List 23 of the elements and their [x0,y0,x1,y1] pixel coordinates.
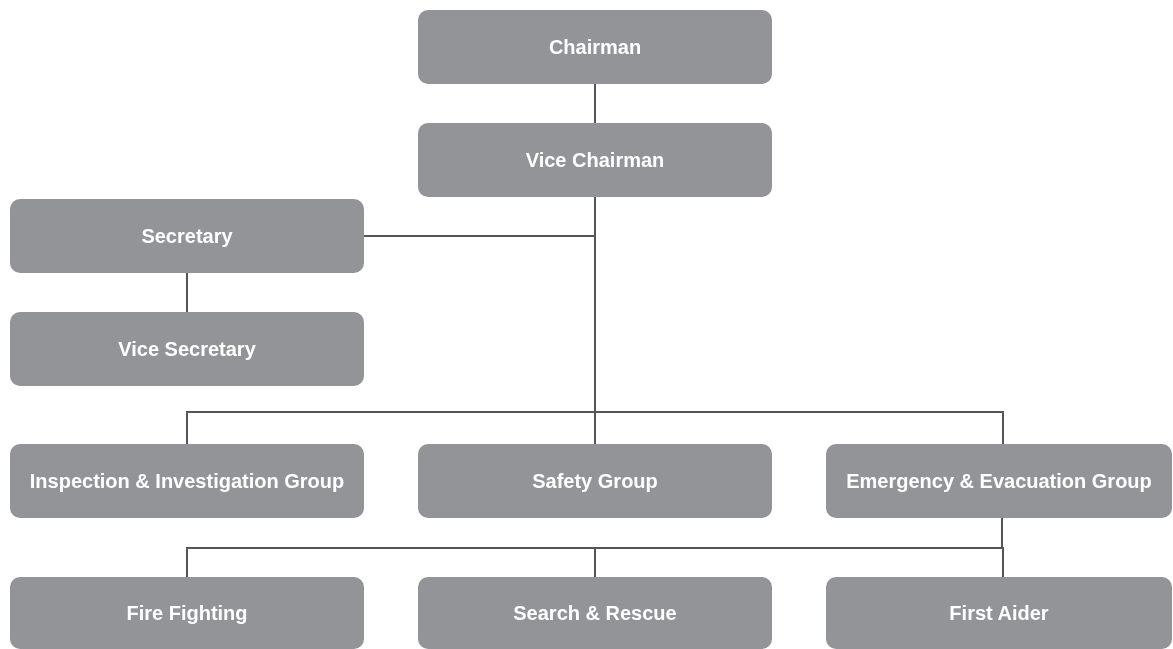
role-title: Fire Fighting [126,601,248,625]
role-title: Search & Rescue [513,601,677,625]
role-box [10,444,364,518]
role-box [10,577,364,649]
connector-line [594,83,596,124]
role-box [826,577,1172,649]
role-title: Chairman [548,35,642,59]
role-box [826,444,1172,518]
role-title: Vice Secretary [118,337,256,361]
role-box [10,312,364,386]
role-title: Emergency & Evacuation Group [846,469,1152,493]
role-box [418,577,772,649]
connector-line [1001,517,1004,578]
role-title: First Aider [949,601,1049,625]
role-title: Secretary [141,224,233,248]
role-box [418,10,772,84]
role-box [418,123,772,197]
connector-line [186,272,188,313]
role-title: Inspection & Investigation Group [29,469,345,493]
role-box [418,444,772,518]
role-title: Vice Chairman [525,148,665,172]
role-box [10,199,364,273]
role-title: Safety Group [532,469,658,493]
